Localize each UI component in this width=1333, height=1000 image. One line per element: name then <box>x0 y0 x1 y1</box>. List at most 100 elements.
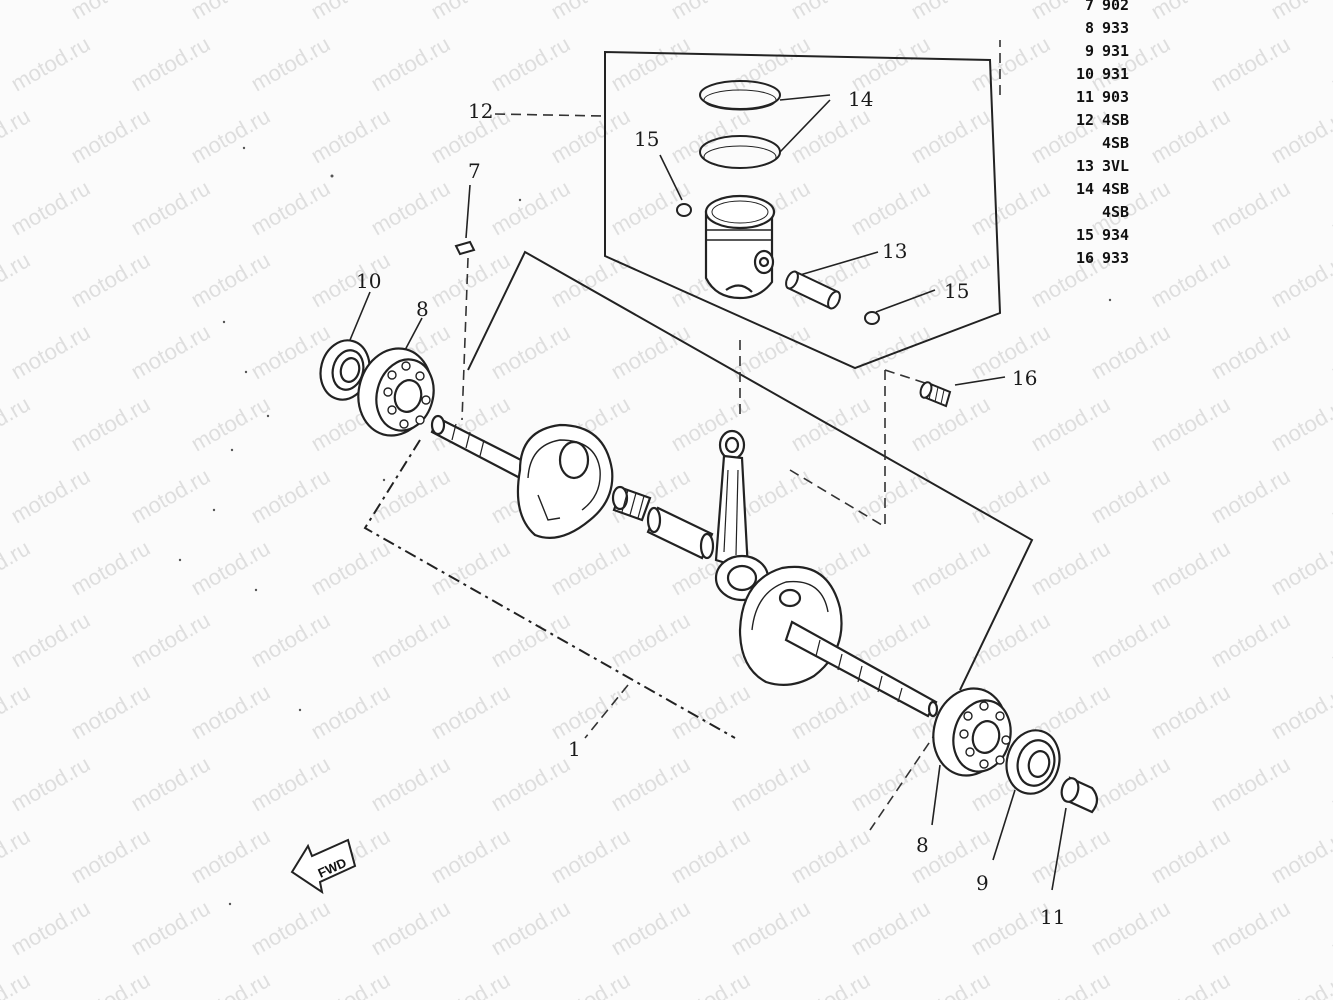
part-ref-number: 12 <box>1075 111 1094 129</box>
watermark-text: motod.ru <box>487 319 575 384</box>
watermark-text: motod.ru <box>0 535 34 600</box>
watermark-text: motod.ru <box>1147 679 1235 744</box>
callout-12: 12 <box>468 99 493 123</box>
watermark-text: motod.ru <box>547 103 635 168</box>
collar <box>1060 776 1099 814</box>
watermark-text: motod.ru <box>67 535 155 600</box>
watermark-text: motod.ru <box>1027 391 1115 456</box>
watermark-text: motod.ru <box>7 895 95 960</box>
watermark-text: motod.ru <box>127 463 215 528</box>
bearing-left <box>357 347 435 437</box>
watermark-text: motod.ru <box>127 607 215 672</box>
watermark-text: motod.ru <box>247 463 335 528</box>
watermark-text: motod.ru <box>1207 607 1295 672</box>
watermark-text: motod.ru <box>607 607 695 672</box>
watermark-text: motod.ru <box>1327 463 1333 528</box>
watermark-text: motod.ru <box>787 103 875 168</box>
watermark-text: motod.ru <box>187 679 275 744</box>
watermark-text: motod.ru <box>247 751 335 816</box>
watermark-text: motod.ru <box>967 175 1055 240</box>
watermark-text: motod.ru <box>667 0 755 24</box>
crankshaft-left-half <box>430 414 614 539</box>
watermark-text: motod.ru <box>187 823 275 888</box>
part-code: 931 <box>1102 65 1130 83</box>
watermark-text: motod.ru <box>487 895 575 960</box>
watermark-text: motod.ru <box>1327 31 1333 96</box>
watermark-text: motod.ru <box>667 967 755 1000</box>
watermark-text: motod.ru <box>847 895 935 960</box>
parts-table-row: 4SB <box>1062 201 1152 224</box>
watermark-text: motod.ru <box>907 967 995 1000</box>
part-code: 902 <box>1102 0 1130 14</box>
watermark-text: motod.ru <box>7 31 95 96</box>
callout-leaders <box>349 94 1067 891</box>
watermark-text: motod.ru <box>1087 319 1175 384</box>
watermark-text: motod.ru <box>307 0 395 24</box>
watermark-text: motod.ru <box>247 31 335 96</box>
watermark-text: motod.ru <box>187 967 275 1000</box>
watermark-text: motod.ru <box>1027 967 1115 1000</box>
watermark-text: motod.ru <box>1327 319 1333 384</box>
crankshaft-right-half <box>738 565 939 718</box>
watermark-text: motod.ru <box>607 895 695 960</box>
part-code: 4SB <box>1102 203 1130 221</box>
watermark-text: motod.ru <box>667 823 755 888</box>
piston <box>704 194 776 300</box>
callout-labels: 12 14 15 13 15 16 7 10 8 1 8 9 11 <box>356 87 1065 929</box>
watermark-text: motod.ru <box>67 823 155 888</box>
watermark-text: motod.ru <box>367 31 455 96</box>
watermark-text: motod.ru <box>1147 823 1235 888</box>
callout-10: 10 <box>356 269 381 293</box>
part-ref-number: 8 <box>1084 19 1094 37</box>
watermark-text: motod.ru <box>307 679 395 744</box>
watermark-text: motod.ru <box>187 0 275 24</box>
watermark-text: motod.ru <box>187 247 275 312</box>
watermark-text: motod.ru <box>1087 463 1175 528</box>
part-code: 934 <box>1102 226 1130 244</box>
watermark-text: motod.ru <box>127 319 215 384</box>
watermark-text: motod.ru <box>67 0 155 24</box>
watermark-text: motod.ru <box>1267 967 1333 1000</box>
watermark-text: motod.ru <box>1087 751 1175 816</box>
watermark-text: motod.ru <box>7 463 95 528</box>
callout-8-right: 8 <box>916 833 929 857</box>
watermark-text: motod.ru <box>1087 895 1175 960</box>
bearing-right <box>932 687 1012 777</box>
callout-13: 13 <box>882 239 907 263</box>
watermark-text: motod.ru <box>1027 535 1115 600</box>
part-code: 933 <box>1102 249 1130 267</box>
watermark-text: motod.ru <box>907 0 995 24</box>
watermark-text: motod.ru <box>607 751 695 816</box>
watermark-text: motod.ru <box>67 967 155 1000</box>
watermark-text: motod.ru <box>787 391 875 456</box>
watermark-text: motod.ru <box>907 103 995 168</box>
watermark-text: motod.ru <box>847 751 935 816</box>
watermark-text: motod.ru <box>1087 607 1175 672</box>
watermark-text: motod.ru <box>187 535 275 600</box>
watermark-text: motod.ru <box>67 247 155 312</box>
callout-14: 14 <box>848 87 873 111</box>
parts-table-row: 15 934 <box>1062 224 1152 247</box>
watermark-text: motod.ru <box>1207 31 1295 96</box>
callout-7: 7 <box>468 159 481 183</box>
watermark-text: motod.ru <box>427 679 515 744</box>
part-ref-number: 15 <box>1075 226 1094 244</box>
watermark-text: motod.ru <box>487 175 575 240</box>
watermark-text: motod.ru <box>607 175 695 240</box>
watermark-text: motod.ru <box>307 535 395 600</box>
watermark-text: motod.ru <box>127 751 215 816</box>
watermark-text: motod.ru <box>547 679 635 744</box>
watermark-text: motod.ru <box>1327 751 1333 816</box>
watermark-text: motod.ru <box>967 31 1055 96</box>
woodruff-key <box>454 240 476 256</box>
crankshaft-frame <box>363 250 1034 739</box>
watermark-text: motod.ru <box>1207 463 1295 528</box>
watermark-text: motod.ru <box>1267 103 1333 168</box>
watermark-text: motod.ru <box>1147 0 1235 24</box>
watermark-text: motod.ru <box>547 247 635 312</box>
watermark-text: motod.ru <box>127 895 215 960</box>
